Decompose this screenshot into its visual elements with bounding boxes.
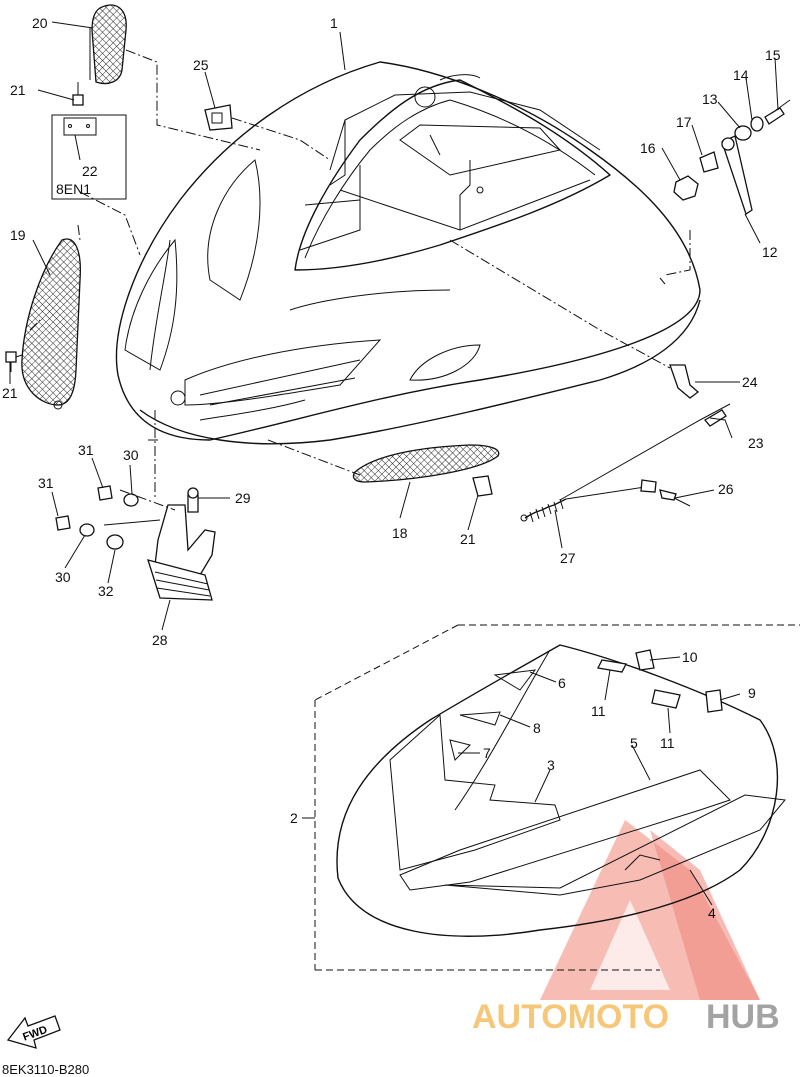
label-13: 13 [702,91,718,107]
label-24: 24 [742,374,758,390]
label-9: 9 [748,685,756,701]
label-21b: 21 [2,385,18,401]
spring-cable-assembly [520,403,731,523]
label-10: 10 [682,649,698,665]
label-12: 12 [762,244,778,260]
label-19: 19 [10,227,26,243]
label-29: 29 [235,490,251,506]
drawing-code: 8EK3110-B280 [2,1062,89,1077]
label-4: 4 [708,905,716,921]
watermark-logo: AUTOMOTO HUB [472,820,780,1036]
watermark-text-hub: HUB [706,998,780,1036]
label-6: 6 [558,675,566,691]
label-20: 20 [32,15,48,31]
lower-bracket-assembly [55,485,216,601]
label-7: 7 [483,745,491,761]
label-18: 18 [392,525,408,541]
label-2: 2 [290,810,298,826]
assembly-lines [15,49,800,971]
label-23: 23 [748,435,764,451]
label-30b: 30 [55,569,71,585]
label-21c: 21 [460,531,476,547]
label-28: 28 [152,632,168,648]
upper-mesh-screen [89,4,127,85]
label-5: 5 [630,735,638,751]
label-27: 27 [560,550,576,566]
model-box-8en1 [51,114,127,200]
label-8: 8 [533,720,541,736]
label-14: 14 [733,67,749,83]
label-30a: 30 [123,447,139,463]
graphics-set [336,644,786,937]
label-11b: 11 [660,735,675,751]
lower-mesh-screen [352,444,500,483]
label-21a: 21 [10,82,26,98]
model-code: 8EN1 [56,181,91,197]
label-31a: 31 [78,442,94,458]
label-11a: 11 [591,703,606,719]
clip-21-left [5,351,17,372]
label-25: 25 [193,57,209,73]
label-17: 17 [676,114,692,130]
leader-lines [9,21,779,906]
label-22: 22 [82,163,98,179]
label-15: 15 [765,47,781,63]
part-labels: 1 2 3 4 5 6 7 8 9 10 11 11 12 13 14 15 1… [2,15,781,921]
clip-21-bottom [472,475,493,497]
label-16: 16 [640,140,656,156]
side-mesh-screen [21,238,81,410]
label-32: 32 [98,583,114,599]
main-cowling [115,61,701,445]
bracket-25 [204,104,233,131]
label-26: 26 [718,481,734,497]
mirror-stay-assembly [673,99,791,216]
fwd-arrow-icon: FWD [6,1015,61,1049]
watermark-text-auto: AUTOMOTO [472,998,669,1036]
bracket-24 [669,364,700,399]
clip-21-top [72,82,84,106]
label-1: 1 [330,15,338,31]
label-31b: 31 [38,475,54,491]
label-3: 3 [547,757,555,773]
